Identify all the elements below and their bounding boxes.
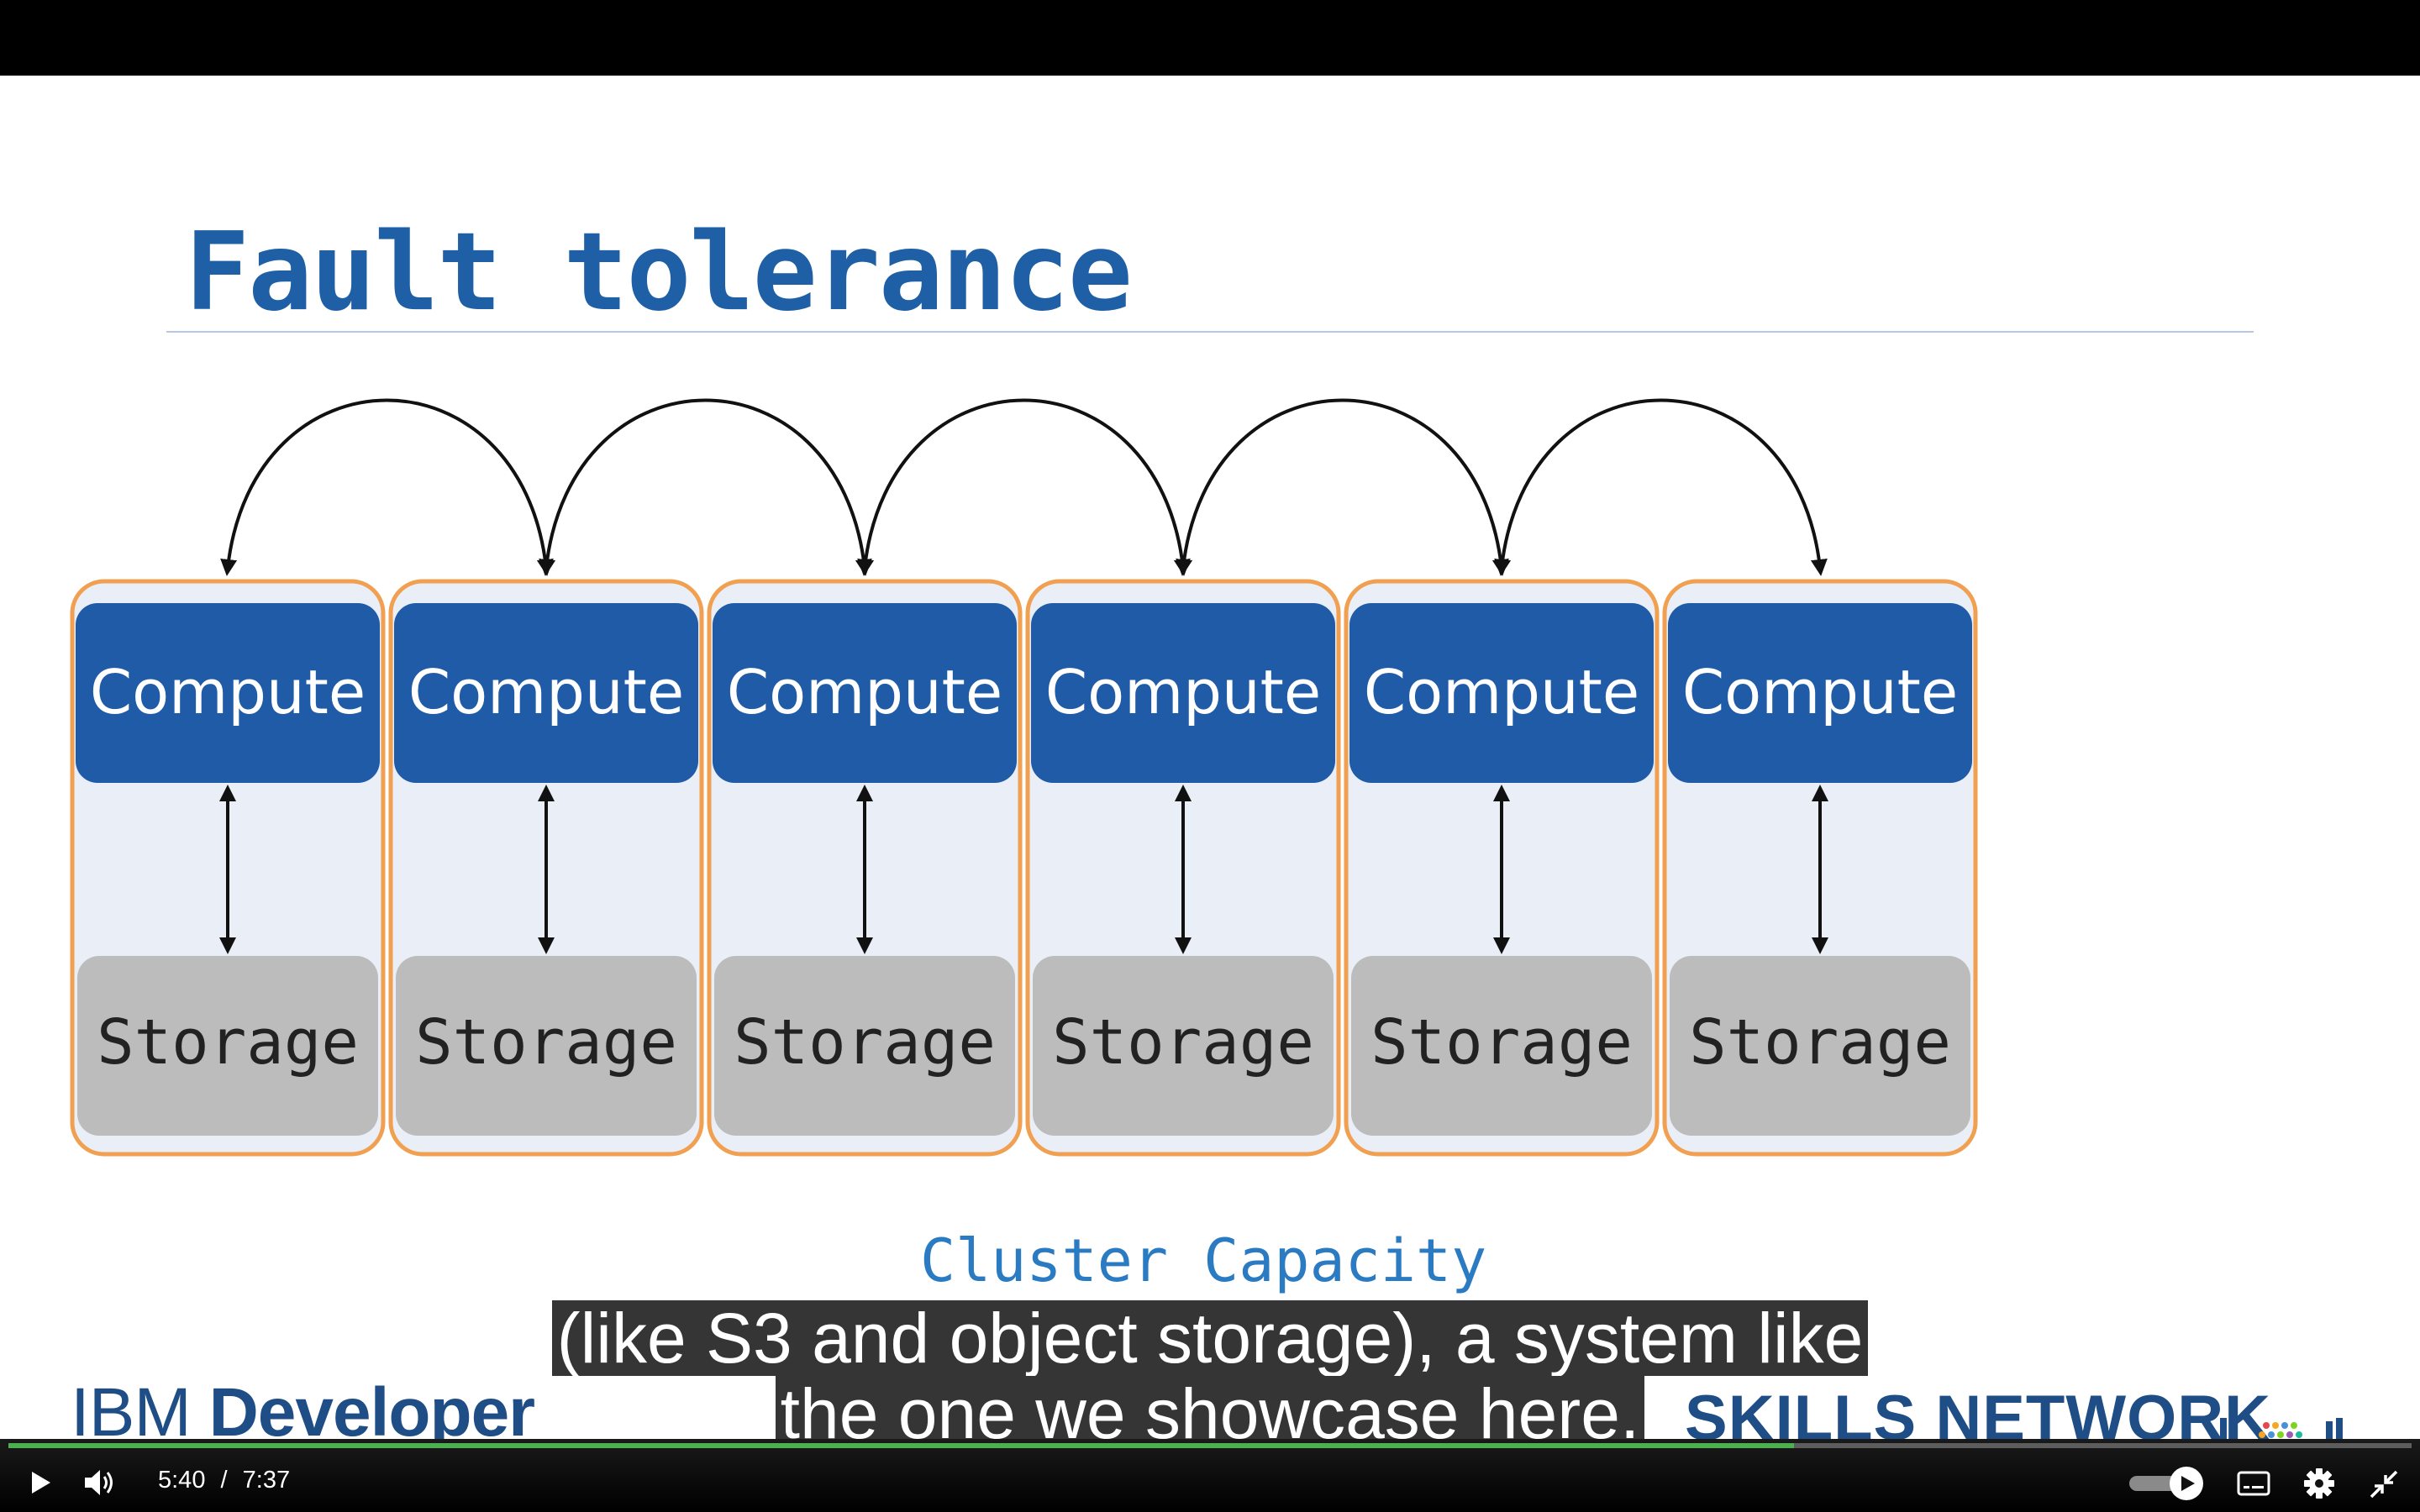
fault-tolerance-diagram	[70, 398, 1978, 1157]
storage-box	[714, 956, 1015, 1136]
compute-box	[76, 603, 380, 783]
replication-arc	[539, 398, 872, 576]
compute-label: Compute	[1044, 657, 1322, 727]
letterbox-bar	[0, 0, 2420, 76]
player-controls-bar	[0, 1439, 2420, 1512]
settings-gear-icon[interactable]	[2302, 1467, 2336, 1500]
subtitle-line-1: (like S3 and object storage), a system l…	[551, 1300, 1869, 1376]
storage-box	[396, 956, 697, 1136]
storage-label: Storage	[1689, 1006, 1951, 1079]
compute-box	[713, 603, 1017, 783]
replication-arc	[220, 398, 554, 576]
progress-played	[8, 1443, 1794, 1448]
replication-arc	[857, 398, 1191, 576]
autoplay-toggle[interactable]	[2126, 1465, 2210, 1502]
compute-label: Compute	[408, 657, 685, 727]
time-display: 5:40 / 7:37	[158, 1467, 290, 1494]
compute-label: Compute	[726, 657, 1003, 727]
brand-ibm: IBM	[71, 1374, 209, 1439]
ibm-developer-logo: IBM Developer	[71, 1373, 536, 1439]
subtitle-overlay: (like S3 and object storage), a system l…	[0, 1300, 2420, 1452]
title-divider	[166, 331, 2254, 333]
slide-title: Fault tolerance	[185, 210, 1133, 335]
compute-label: Compute	[1363, 657, 1640, 727]
volume-icon[interactable]	[82, 1466, 118, 1499]
time-separator: /	[220, 1467, 228, 1494]
compute-label: Compute	[89, 657, 366, 727]
storage-label: Storage	[97, 1006, 359, 1079]
compute-label: Compute	[1681, 657, 1959, 727]
play-icon[interactable]	[25, 1467, 55, 1498]
cluster-capacity-label: Cluster Capacity	[920, 1226, 1487, 1295]
storage-box	[1351, 956, 1652, 1136]
compute-box	[1031, 603, 1335, 783]
storage-box	[77, 956, 378, 1136]
storage-label: Storage	[415, 1006, 677, 1079]
progress-bar[interactable]	[8, 1443, 2412, 1448]
storage-box	[1033, 956, 1334, 1136]
exit-fullscreen-icon[interactable]	[2368, 1468, 2400, 1500]
replication-arc	[1176, 398, 1509, 576]
storage-label: Storage	[734, 1006, 996, 1079]
duration: 7:37	[242, 1467, 291, 1494]
replication-arc	[1494, 398, 1828, 576]
brand-developer: Developer	[208, 1374, 536, 1439]
storage-label: Storage	[1052, 1006, 1314, 1079]
current-time: 5:40	[158, 1467, 206, 1494]
compute-box	[394, 603, 698, 783]
compute-box	[1668, 603, 1972, 783]
storage-label: Storage	[1370, 1006, 1633, 1079]
captions-icon[interactable]	[2237, 1470, 2270, 1497]
skills-network-books-icon	[2220, 1418, 2343, 1439]
skills-network-logo: SKILLS NETWORK	[1685, 1383, 2271, 1439]
storage-box	[1670, 956, 1970, 1136]
compute-box	[1349, 603, 1654, 783]
